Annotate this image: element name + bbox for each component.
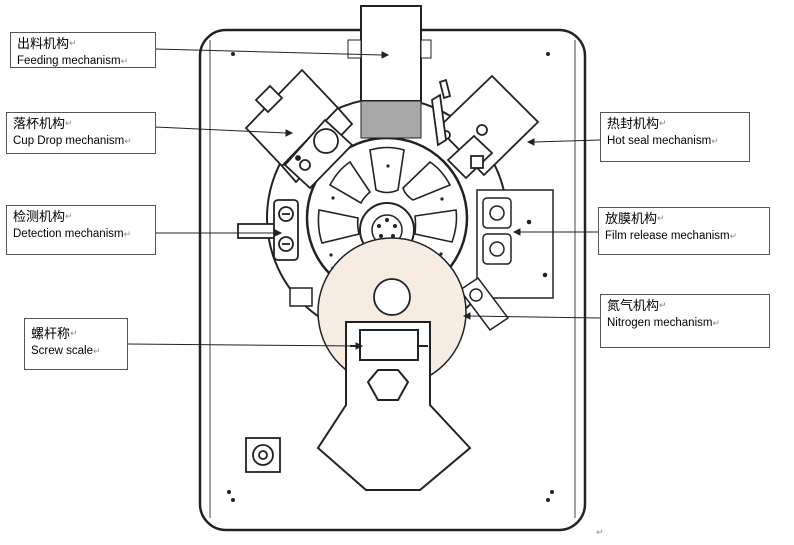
cup-drop-unit <box>244 68 354 190</box>
label-feeding-en: Feeding mechanism <box>17 55 121 67</box>
label-nitrogen-en: Nitrogen mechanism <box>607 317 713 329</box>
para-mark: ↵ <box>69 39 77 49</box>
feeding-chute-base <box>360 100 422 139</box>
para-mark: ↵ <box>659 301 667 311</box>
label-nitrogen: 氮气机构↵ Nitrogen mechanism↵ <box>600 294 770 348</box>
film-release-unit <box>476 189 554 299</box>
hot-seal-unit <box>431 74 540 180</box>
label-film: 放膜机构↵ Film release mechanism↵ <box>598 207 770 255</box>
nitrogen-unit <box>289 276 510 332</box>
para-mark: ↵ <box>657 214 665 224</box>
hub-bolts <box>377 218 397 238</box>
para-mark: ↵ <box>729 231 738 241</box>
label-detection: 检测机构↵ Detection mechanism↵ <box>6 205 156 255</box>
screw-scale-center <box>373 278 411 316</box>
leader-lines <box>127 48 601 350</box>
label-hot-seal-zh: 热封机构 <box>607 117 660 132</box>
frame-screws <box>227 52 554 502</box>
chute-bracket-right <box>420 39 432 59</box>
label-feeding: 出料机构↵ Feeding mechanism↵ <box>10 32 156 68</box>
label-feeding-zh: 出料机构 <box>17 37 70 52</box>
para-mark: ↵ <box>65 212 73 222</box>
label-nitrogen-zh: 氮气机构 <box>607 299 660 314</box>
label-hot-seal-en: Hot seal mechanism <box>607 135 712 147</box>
detection-unit <box>237 199 299 261</box>
page-para-mark: ↵ <box>596 528 604 538</box>
feeding-chute <box>360 5 422 102</box>
power-socket <box>245 437 281 473</box>
label-detection-zh: 检测机构 <box>13 210 66 225</box>
para-mark: ↵ <box>65 119 73 129</box>
label-hot-seal: 热封机构↵ Hot seal mechanism↵ <box>600 112 750 162</box>
label-film-en: Film release mechanism <box>605 230 730 242</box>
para-mark: ↵ <box>712 318 721 328</box>
label-detection-en: Detection mechanism <box>13 228 124 240</box>
label-cup-drop-en: Cup Drop mechanism <box>13 135 125 147</box>
chute-bracket-left <box>347 39 362 59</box>
para-mark: ↵ <box>70 329 78 339</box>
label-screw: 螺杆称↵ Screw scale↵ <box>24 318 128 370</box>
para-mark: ↵ <box>123 229 132 239</box>
label-cup-drop-zh: 落杯机构 <box>13 117 66 132</box>
para-mark: ↵ <box>120 56 129 66</box>
para-mark: ↵ <box>93 346 101 356</box>
para-mark: ↵ <box>659 119 667 129</box>
para-mark: ↵ <box>124 136 132 146</box>
label-film-zh: 放膜机构 <box>605 212 658 227</box>
label-screw-en: Screw scale <box>31 345 93 357</box>
para-mark: ↵ <box>711 136 719 146</box>
screw-scale-arm <box>316 321 472 491</box>
label-screw-zh: 螺杆称 <box>31 327 71 342</box>
label-cup-drop: 落杯机构↵ Cup Drop mechanism↵ <box>6 112 156 154</box>
